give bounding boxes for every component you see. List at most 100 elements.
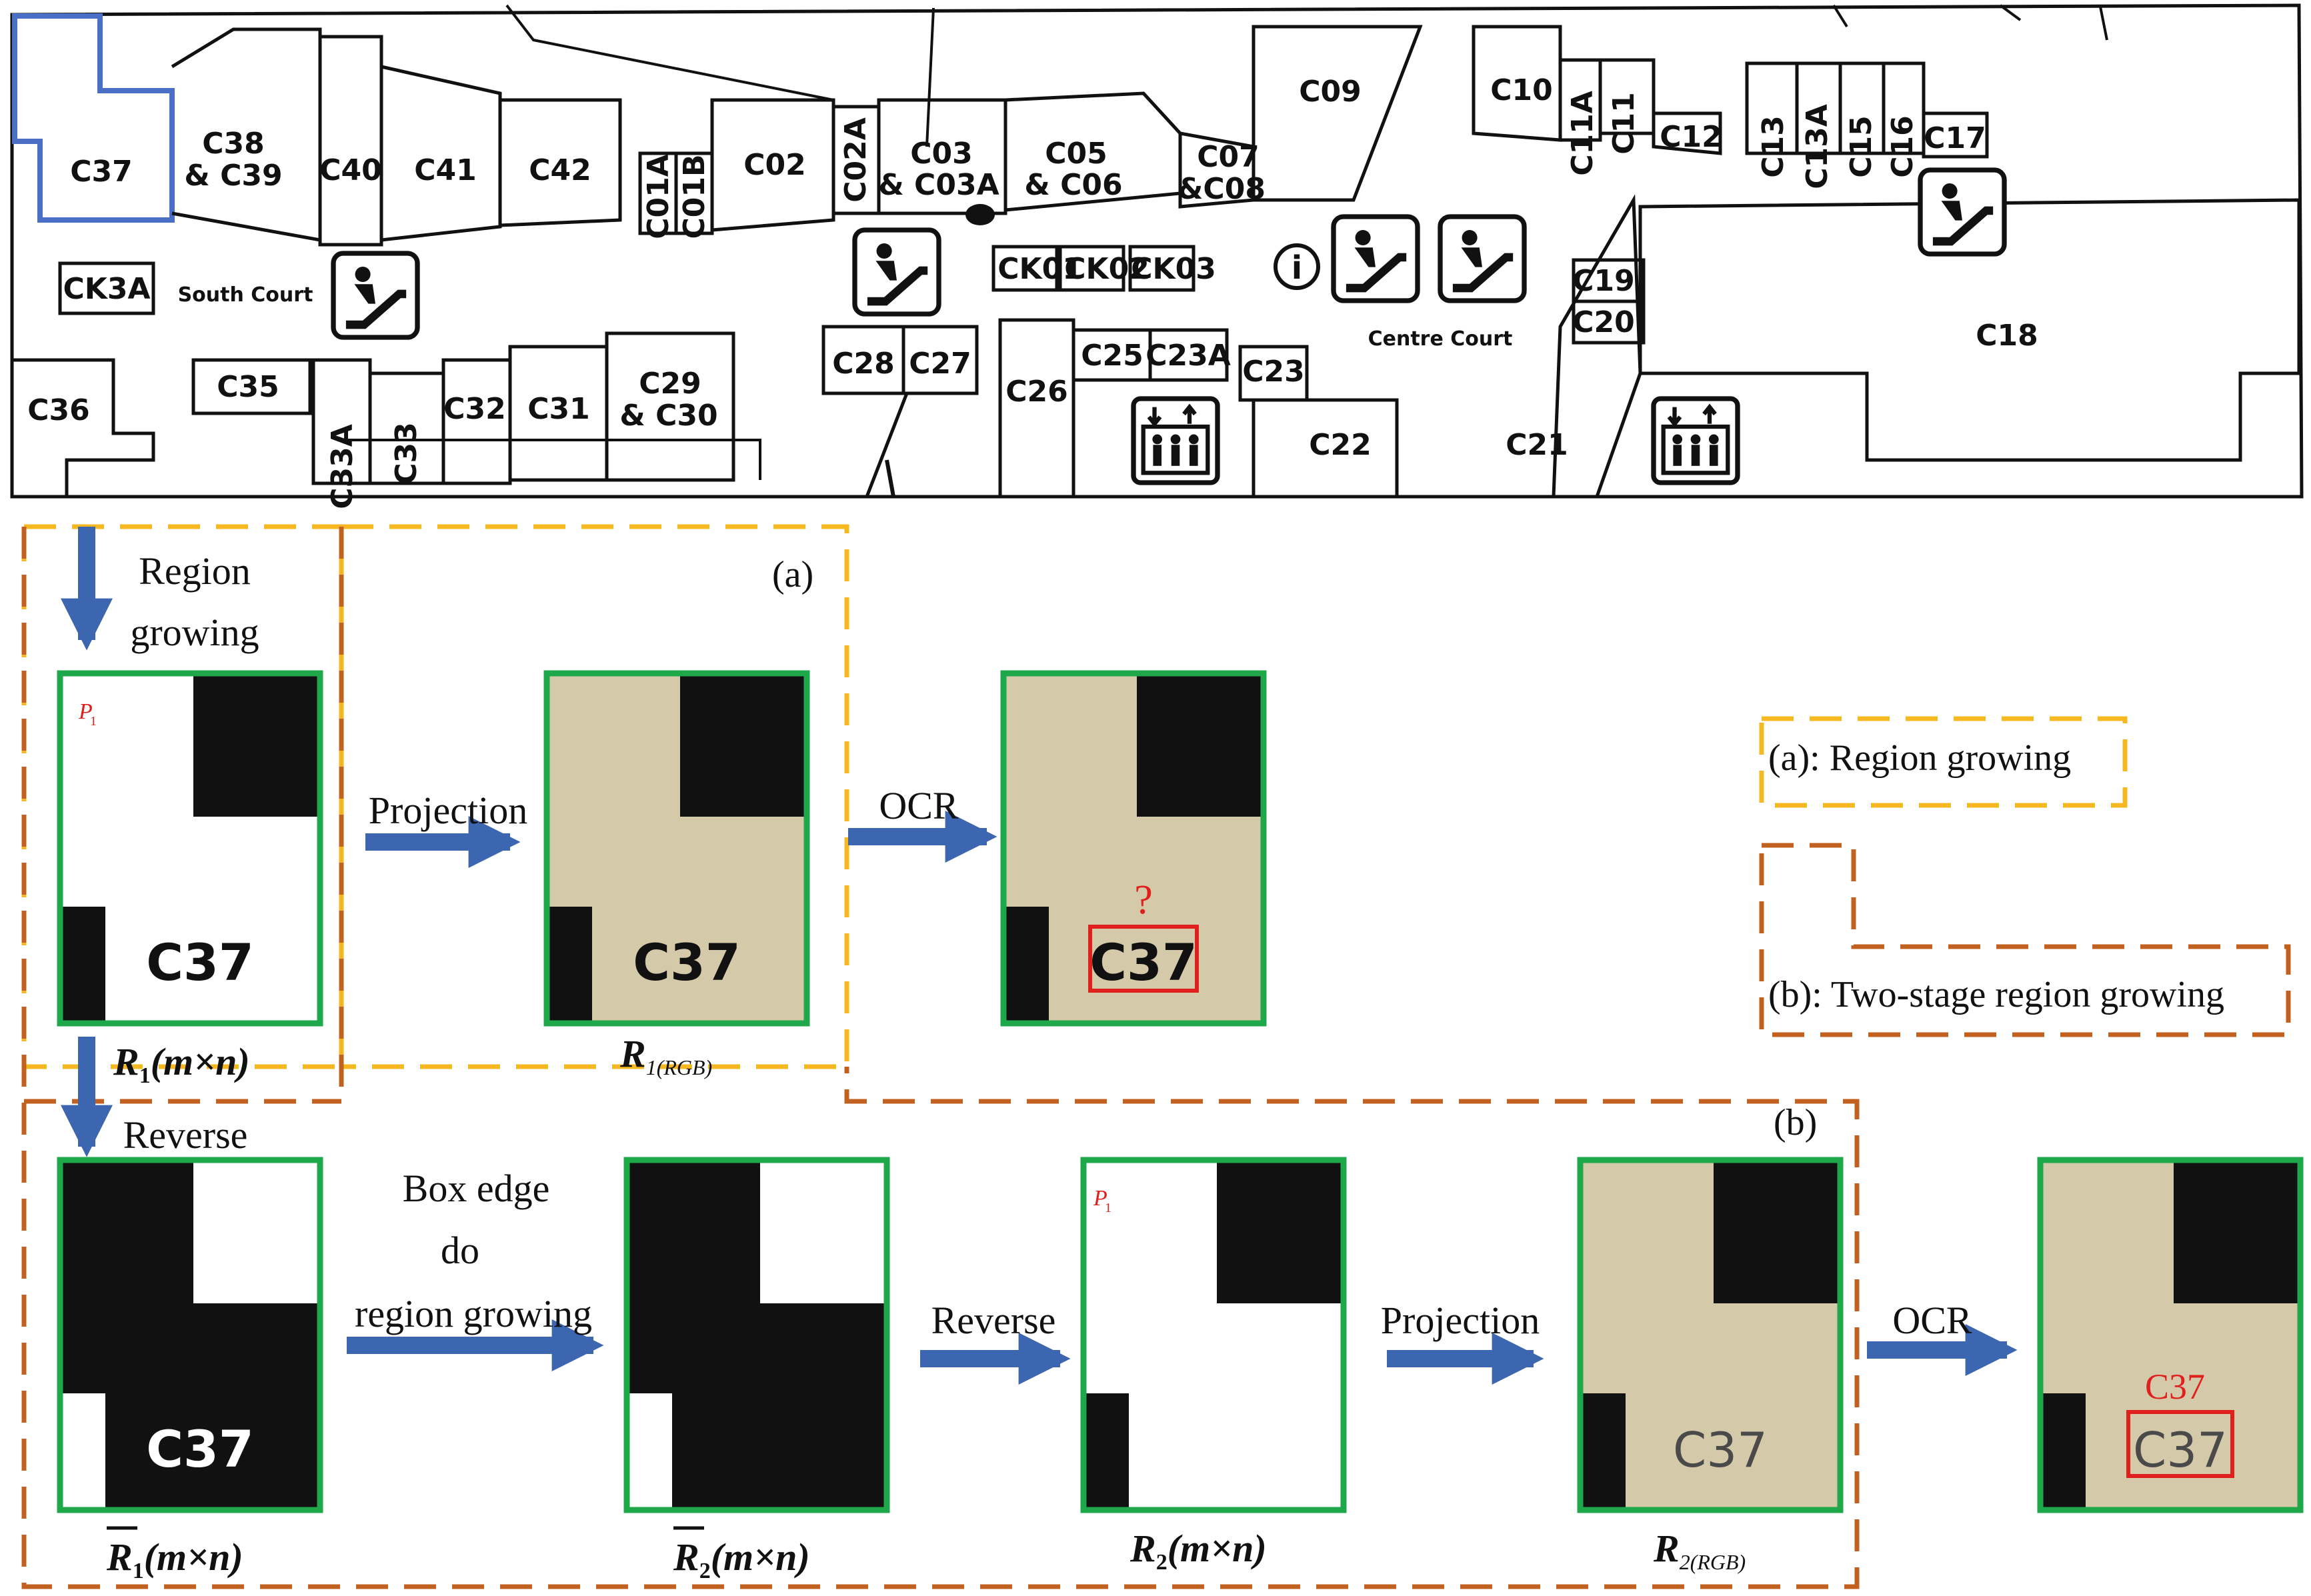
store-label: C33A (325, 424, 359, 509)
store-outlines (12, 25, 2301, 499)
ocr-box (2126, 1410, 2234, 1478)
store-label: C03 (910, 137, 973, 171)
escalator-icon (333, 253, 417, 337)
region-b-box (21, 527, 1860, 1589)
tile-r1-rgb: C37 (543, 670, 810, 1027)
store-label: C07 (1197, 140, 1260, 174)
panel-a-tag: (a) (772, 554, 813, 595)
tile-ocr-a: C37 ? (1000, 670, 1267, 1027)
caption-r2: R2(m×n) (1129, 1527, 1267, 1575)
store-label: C31 (527, 392, 590, 426)
c37-highlight (12, 13, 175, 223)
caption-r2-rgb: R2(RGB) (1653, 1527, 1746, 1574)
store-label: & C30 (619, 399, 717, 433)
store-label: C02 (743, 148, 806, 182)
store-label: C22 (1309, 428, 1372, 462)
caption-r1-rgb: R1(RGB) (619, 1032, 712, 1079)
store-label: C28 (832, 347, 895, 381)
store-label: C16 (1886, 115, 1920, 178)
store-label: CK3A (63, 272, 150, 306)
store-label: C33 (389, 422, 423, 485)
caption-r1-bar: R1(m×n) (106, 1535, 243, 1583)
store-label: C42 (529, 153, 591, 187)
caption-r1: R1(m×n) (113, 1040, 250, 1088)
store-label: C32 (443, 392, 506, 426)
svg-text:1: 1 (1105, 1201, 1111, 1215)
elevator-icon (1133, 399, 1218, 483)
store-label: C09 (1299, 75, 1362, 109)
store-label: C20 (1572, 305, 1635, 339)
store-label: C17 (1924, 121, 1986, 155)
store-label: C13A (1800, 104, 1834, 189)
step-label: Box edge (403, 1167, 550, 1210)
tile-label: C37 (1673, 1422, 1768, 1478)
store-label: C23A (1145, 339, 1231, 373)
store-label: &C08 (1178, 172, 1266, 206)
ocr-box (1088, 925, 1199, 993)
store-label: C35 (217, 370, 279, 404)
step-label: Reverse (123, 1113, 248, 1157)
store-label: C01B (677, 154, 711, 239)
store-label: C12 (1660, 120, 1722, 154)
area-label: Centre Court (1368, 327, 1513, 351)
store-label: C38 (202, 127, 265, 161)
step-label: Projection (1381, 1299, 1540, 1342)
tile-r2: P 1 (1080, 1157, 1347, 1513)
tile-label: C37 (146, 1419, 254, 1479)
store-label: & C39 (184, 159, 282, 193)
store-label: C26 (1005, 375, 1068, 409)
store-label: C10 (1490, 73, 1553, 107)
store-label: C36 (27, 393, 90, 427)
step-label: Region (139, 549, 251, 593)
escalator-icon (855, 230, 939, 314)
info-icon: i (1274, 243, 1320, 290)
seed-point-label: P (78, 699, 93, 724)
ocr-uncertain-mark: ? (1134, 877, 1153, 923)
store-label: C25 (1081, 339, 1143, 373)
step-label: Projection (369, 789, 527, 832)
store-label: & C06 (1024, 168, 1122, 202)
step-label: OCR (879, 784, 959, 827)
store-label: C41 (414, 153, 477, 187)
store-label: C11 (1607, 92, 1641, 155)
ocr-result-label: C37 (2145, 1367, 2205, 1407)
store-label: C21 (1506, 428, 1568, 462)
store-label: C18 (1976, 319, 2038, 353)
store-label: CK01 (997, 252, 1083, 286)
tile-r1-bar: C37 (57, 1157, 323, 1513)
tile-ocr-b: C37 C37 (2037, 1157, 2304, 1513)
seed-point-label: P (1093, 1186, 1107, 1211)
elevator-icon (1654, 399, 1738, 483)
tile-label: C37 (633, 933, 741, 992)
arrows (61, 527, 2018, 1385)
panel-b-tag: (b) (1774, 1102, 1817, 1143)
legend-a-box (1759, 716, 2128, 808)
escalator-icon (1920, 170, 2004, 254)
legend-a-text: (a): Region growing (1768, 737, 2071, 779)
legend-b-text: (b): Two-stage region growing (1768, 974, 2224, 1015)
svg-text:1: 1 (90, 714, 97, 729)
step-label: do (441, 1229, 479, 1272)
tile-r2-bar (623, 1157, 890, 1513)
store-label: C02A (839, 117, 873, 203)
tile-label: C37 (2133, 1422, 2228, 1478)
step-label: Reverse (931, 1299, 1056, 1342)
step-label: OCR (1892, 1299, 1972, 1342)
store-label: C19 (1572, 264, 1635, 298)
tile-r1: C37 P 1 (57, 670, 323, 1027)
escalator-icon (1334, 217, 1418, 301)
store-label: C15 (1844, 115, 1878, 178)
store-label: C40 (319, 153, 382, 187)
caption-r2-bar: R2(m×n) (673, 1535, 810, 1583)
step-label: region growing (355, 1292, 592, 1335)
store-label: CK02 (1064, 252, 1149, 286)
tile-label: C37 (146, 933, 254, 992)
floor-plan: i C37 C38 & C39 C40 C41 C42 C01A C01B C0… (10, 3, 2304, 509)
escalator-icon (1440, 217, 1524, 301)
store-label: C37 (70, 155, 133, 189)
step-label: growing (130, 611, 259, 654)
store-label: C01A (641, 154, 675, 239)
pipeline-diagram: (a): Region growing (b): Two-stage regio… (21, 524, 2304, 1589)
area-label: South Court (178, 283, 313, 307)
